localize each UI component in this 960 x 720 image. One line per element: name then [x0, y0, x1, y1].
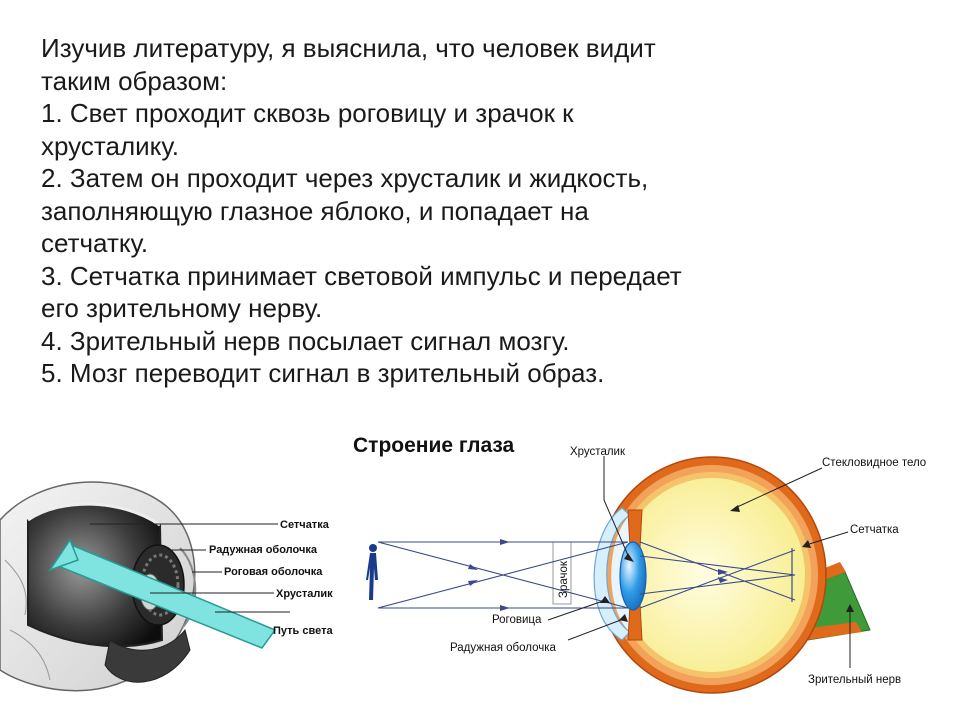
text-line: Изучив литературу, я выяснила, что челов… — [41, 33, 656, 63]
text-line: его зрительному нерву. — [41, 293, 323, 323]
arrow-head — [600, 596, 610, 603]
light-path-arrow-head — [48, 538, 79, 572]
leader-lens — [603, 456, 631, 561]
object-person-icon — [366, 544, 378, 600]
label-retina: Сетчатка — [850, 524, 899, 536]
intro-text: Изучив литературу, я выяснила, что челов… — [41, 32, 741, 390]
light-rays — [377, 541, 796, 609]
text-line: 1. Свет проходит сквозь роговицу и зрачо… — [41, 98, 574, 128]
label-lens: Хрусталик — [570, 446, 626, 458]
left-eye-diagram: Сетчатка Радужная оболочка Роговая оболо… — [0, 481, 333, 692]
cornea-bulge — [179, 547, 197, 629]
lens — [619, 541, 647, 611]
arrow-head — [846, 604, 854, 612]
arrow-head — [802, 540, 811, 548]
label-iris-left: Радужная оболочка — [209, 544, 318, 556]
right-eye-diagram: Строение глаза Зрачок — [353, 434, 926, 694]
text-line: заполняющую глазное яблоко, и попадает н… — [41, 195, 589, 226]
label-retina-left: Сетчатка — [280, 519, 330, 531]
label-iris: Радужная оболочка — [450, 642, 557, 654]
label-lens-left: Хрусталик — [276, 588, 333, 600]
label-cornea-left: Роговая оболочка — [224, 566, 323, 578]
iris-ring — [140, 553, 180, 617]
vitreous-body — [619, 478, 805, 672]
leader-cornea — [547, 599, 607, 621]
label-vitreous: Стекловидное тело — [822, 457, 926, 469]
cut-edge — [27, 502, 161, 527]
text-line: таким образом: — [41, 65, 228, 96]
leader-retina — [805, 531, 849, 546]
arrow-head — [619, 614, 628, 622]
label-light-path: Путь света — [273, 625, 333, 637]
text-line: сетчатку. — [41, 228, 149, 258]
diagram-title: Строение глаза — [353, 434, 515, 457]
text-line: 4. Зрительный нерв посылает сигнал мозгу… — [41, 325, 570, 356]
text-line: 2. Затем он проходит через хрусталик и ж… — [41, 163, 649, 193]
arrow-head — [624, 553, 634, 562]
cornea — [593, 507, 631, 641]
text-line: 5. Мозг переводит сигнал в зрительный об… — [41, 358, 605, 388]
lower-sclera — [104, 628, 191, 683]
text-line: 3. Сетчатка принимает световой импульс и… — [41, 260, 682, 291]
ray-arrows — [468, 539, 728, 611]
leader-vitreous — [734, 467, 823, 509]
label-pupil: Зрачок — [558, 560, 570, 598]
text-line: хрусталику. — [41, 130, 179, 161]
label-cornea: Роговица — [492, 614, 542, 626]
leader-iris — [567, 617, 627, 641]
label-optic-nerve: Зрительный нерв — [808, 674, 901, 686]
arrow-head — [730, 505, 740, 512]
